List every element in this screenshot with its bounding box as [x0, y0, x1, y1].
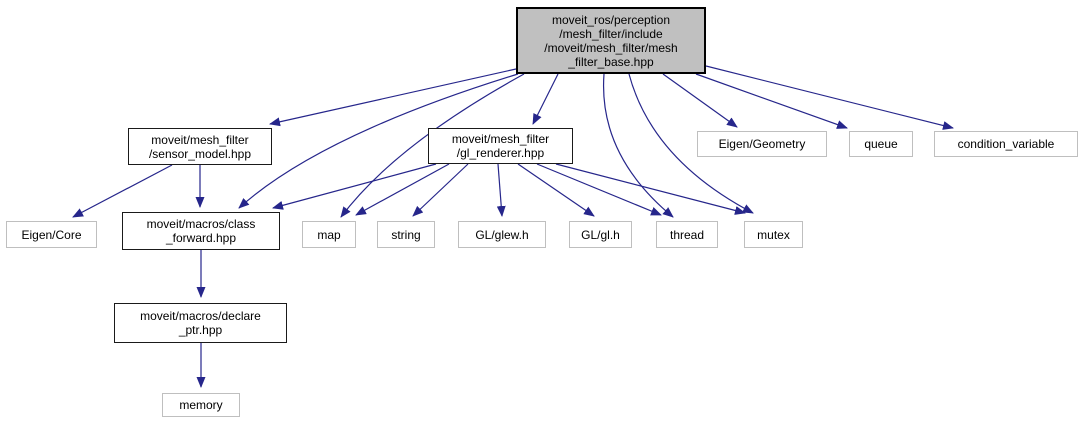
node-memory[interactable]: memory	[162, 393, 240, 417]
edge-gl-renderer-to-mutex	[555, 163, 746, 215]
node-gl-renderer[interactable]: moveit/mesh_filter /gl_renderer.hpp	[428, 128, 573, 164]
edge-gl-renderer-to-class-forward	[272, 163, 437, 210]
edge-gl-renderer-to-string	[412, 163, 469, 217]
node-map[interactable]: map	[302, 221, 356, 248]
edge-gl-renderer-to-glew	[496, 163, 506, 217]
edge-gl-renderer-to-thread	[536, 163, 662, 216]
node-gl[interactable]: GL/gl.h	[569, 221, 632, 248]
edge-mesh-filter-base-to-thread	[602, 73, 674, 218]
edge-mesh-filter-base-to-condition-variable	[705, 65, 954, 130]
edge-mesh-filter-base-to-mutex	[628, 73, 754, 214]
node-eigen-core[interactable]: Eigen/Core	[6, 221, 97, 248]
edge-mesh-filter-base-to-queue	[695, 73, 848, 129]
node-glew[interactable]: GL/glew.h	[458, 221, 546, 248]
edge-mesh-filter-base-to-class-forward	[238, 73, 519, 209]
edge-mesh-filter-base-to-sensor-model	[269, 68, 517, 127]
edge-mesh-filter-base-to-map	[340, 73, 525, 218]
edge-mesh-filter-base-to-eigen-geometry	[662, 73, 738, 128]
edge-mesh-filter-base-to-gl-renderer	[532, 73, 559, 125]
node-thread[interactable]: thread	[656, 221, 718, 248]
node-class-forward[interactable]: moveit/macros/class _forward.hpp	[122, 212, 280, 250]
node-declare-ptr[interactable]: moveit/macros/declare _ptr.hpp	[114, 303, 287, 343]
node-sensor-model[interactable]: moveit/mesh_filter /sensor_model.hpp	[128, 128, 272, 165]
edge-gl-renderer-to-map	[355, 163, 450, 216]
node-string[interactable]: string	[377, 221, 435, 248]
node-mutex[interactable]: mutex	[744, 221, 803, 248]
node-condition-variable[interactable]: condition_variable	[934, 131, 1078, 157]
node-eigen-geometry[interactable]: Eigen/Geometry	[697, 131, 827, 157]
node-queue[interactable]: queue	[849, 131, 913, 157]
edge-gl-renderer-to-gl	[517, 163, 595, 217]
edge-sensor-model-to-eigen-core	[72, 164, 173, 218]
node-mesh-filter-base: moveit_ros/perception /mesh_filter/inclu…	[516, 7, 706, 74]
